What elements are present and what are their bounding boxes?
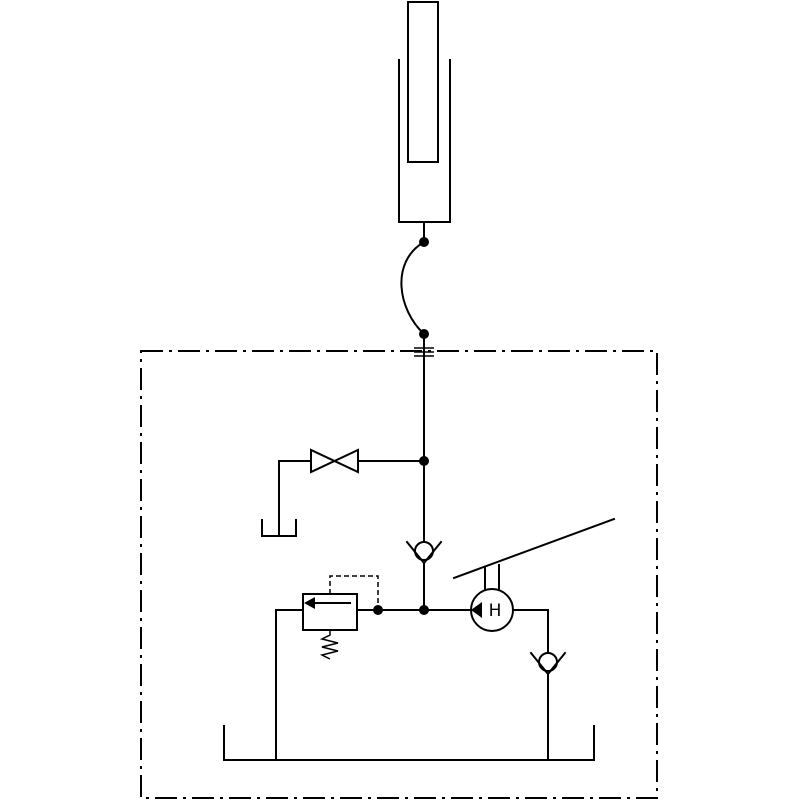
pump-lever (452, 517, 616, 590)
suction-line (512, 609, 549, 653)
power-unit-enclosure (140, 350, 658, 799)
shutoff-valve (278, 448, 425, 537)
pressure-relief-valve (302, 575, 379, 660)
hand-pump: H (470, 588, 514, 632)
pilot-line (329, 575, 379, 605)
suction-check-valve (529, 651, 567, 676)
relief-spring (319, 630, 339, 660)
pump-label: H (489, 601, 502, 621)
check-valve (405, 540, 443, 565)
tee-junction-pump (419, 605, 429, 615)
reservoir-tank (223, 725, 595, 761)
flexible-hose (400, 221, 429, 339)
drain-tank (261, 519, 297, 537)
single-acting-cylinder (398, 1, 451, 223)
hose-joint-upper (419, 237, 429, 247)
relief-return-line (275, 609, 304, 761)
cylinder-piston-rod (407, 1, 439, 163)
pilot-junction (373, 605, 383, 615)
